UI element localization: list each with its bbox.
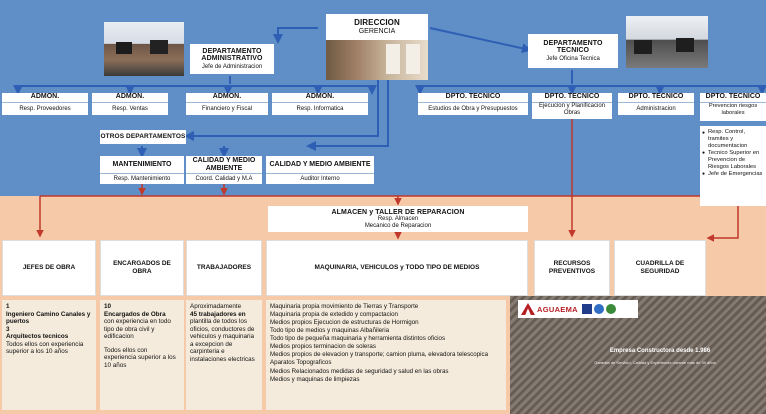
desc-jefes-l2: Ingeniero Camino Canales y puertos <box>6 310 91 326</box>
desc-jefes-l3: 3 <box>6 325 10 333</box>
tecnico-ejecucion-title: DPTO. TECNICO <box>532 93 612 103</box>
admon-financiero-title: ADMON. <box>186 93 268 103</box>
tecnico-estudios-subtitle: Estudios de Obra y Presupuestos <box>418 103 528 115</box>
prevencion-item-emergencias: Jefe de Emergencias <box>702 171 764 178</box>
desc-maquinaria-line: Medios Relacionados medidas de seguridad… <box>270 367 449 375</box>
desc-encargados-l2: Encargados de Obra <box>104 310 166 318</box>
desc-maquinaria-line: Medios propios Ejecucion de estructuras … <box>270 319 419 327</box>
office-photo-left <box>104 22 184 76</box>
category-jefes-de-obra: JEFES DE OBRA <box>2 240 96 296</box>
admon-ventas-subtitle: Resp. Ventas <box>92 103 168 115</box>
desc-maquinaria: Maquinaria propia movimiento de Tierras … <box>266 300 506 410</box>
desc-maquinaria-line: Medios y maquinas de limpiezas <box>270 375 360 383</box>
desc-encargados-l1: 10 <box>104 303 112 310</box>
desc-maquinaria-line: Medios propios terminacion de soleras <box>270 343 376 351</box>
dept-admin-subtitle: Jefe de Administracion <box>201 63 263 70</box>
aguaema-logo-icon <box>521 303 535 315</box>
almacen-box: ALMACEN y TALLER DE REPARACION Resp. Alm… <box>268 206 528 232</box>
desc-jefes-l1: 1 <box>6 303 10 310</box>
tecnico-prevencion-title: DPTO. TECNICO <box>700 93 766 103</box>
desc-jefes-de-obra: 1 Ingeniero Camino Canales y puertos 3 A… <box>2 300 96 410</box>
category-recursos-preventivos: RECURSOS PREVENTIVOS <box>534 240 610 296</box>
eco-seal-icon <box>605 304 616 314</box>
admon-proveedores-title: ADMON. <box>2 93 88 103</box>
calidad-auditor-title: CALIDAD Y MEDIO AMBIENTE <box>266 156 374 174</box>
category-cuadrilla-de-seguridad: CUADRILLA DE SEGURIDAD <box>614 240 706 296</box>
desc-trabajadores-l1: Aproximadamente <box>190 303 242 310</box>
otros-departamentos-title: OTROS DEPARTAMENTOS <box>100 132 186 140</box>
admon-financiero-subtitle: Financiero y Fiscal <box>186 103 268 115</box>
almacen-title: ALMACEN y TALLER DE REPARACION <box>331 209 465 217</box>
dept-tecnico-title: DEPARTAMENTO TECNICO <box>543 40 603 55</box>
desc-maquinaria-line: Maquinaria propia de extedido y compacta… <box>270 311 398 319</box>
calidad-auditor-subtitle: Auditor Interno <box>266 174 374 184</box>
desc-encargados-de-obra: 10 Encargados de Obra con experiencia en… <box>100 300 184 410</box>
desc-encargados-l4: Todos ellos con experiencia superior a l… <box>104 346 176 369</box>
desc-trabajadores-l2: 45 trabajadores en <box>190 310 246 318</box>
tecnico-prevencion-subtitle: Prevencion riesgos laborales <box>700 103 766 121</box>
dept-tecnico-box: DEPARTAMENTO TECNICO Jefe Oficina Tecnic… <box>528 34 618 68</box>
desc-maquinaria-line: Medios propios de elevacion y transporte… <box>270 351 489 359</box>
prevencion-list-box: Resp. Control, tramites y documentacion … <box>700 126 766 206</box>
tecnico-ejecucion-subtitle: Ejecucion y Planificacion Obras <box>532 103 612 119</box>
tecnico-administracion-subtitle: Administracion <box>618 103 694 115</box>
direccion-box: DIRECCION GERENCIA <box>326 14 428 40</box>
direccion-title: DIRECCION <box>354 17 400 27</box>
category-encargados-de-obra: ENCARGADOS DE OBRA <box>100 240 184 296</box>
calidad-coord-subtitle: Coord. Calidad y M.A <box>186 174 262 184</box>
desc-maquinaria-line: Maquinaria propia movimiento de Tierras … <box>270 303 419 310</box>
banner-tagline: Empresa Constructora desde 1.986 <box>609 348 711 354</box>
office-photo-center <box>326 40 428 80</box>
mantenimiento-subtitle: Resp. Mantenimiento <box>100 174 184 184</box>
desc-maquinaria-line: Aparatos Topograficos <box>270 359 332 367</box>
direccion-subtitle: GERENCIA <box>358 28 396 36</box>
almacen-line2: Mecanico de Reparacion <box>364 222 432 229</box>
certification-seal-icon <box>593 304 604 314</box>
company-banner: AGUAEMA Empresa Constructora desde 1.986… <box>510 296 766 414</box>
prevencion-item-control: Resp. Control, tramites y documentacion <box>702 129 764 150</box>
desc-trabajadores-l3: plantilla de todos los oficios, conducto… <box>190 318 255 363</box>
logo-brand: AGUAEMA <box>537 304 578 314</box>
logo-plate: AGUAEMA <box>518 300 638 318</box>
desc-trabajadores: Aproximadamente 45 trabajadores en plant… <box>186 300 262 410</box>
category-trabajadores: TRABAJADORES <box>186 240 262 296</box>
desc-maquinaria-line: Todo tipo de medios y maquinas Albañiler… <box>270 327 390 335</box>
dept-tecnico-subtitle: Jefe Oficina Tecnica <box>546 55 600 62</box>
mantenimiento-title: MANTENIMIENTO <box>100 156 184 174</box>
admon-proveedores-subtitle: Resp. Proveedores <box>2 103 88 115</box>
tecnico-administracion-title: DPTO. TECNICO <box>618 93 694 103</box>
desc-jefes-l5: Todos ellos con experiencia superior a l… <box>6 340 84 356</box>
desc-maquinaria-line: Todo tipo de pequeña maquinaria y herram… <box>270 335 446 343</box>
admon-ventas-title: ADMON. <box>92 93 168 103</box>
prevencion-item-tecnico: Tecnico Superior en Prevencion de Riesgo… <box>702 150 764 171</box>
desc-jefes-l4: Arquitectos tecnicos <box>6 333 69 341</box>
office-photo-right <box>626 16 708 68</box>
desc-encargados-l3: con experiencia en todo tipo de obra civ… <box>104 318 171 341</box>
dept-admin-title: DEPARTAMENTO ADMINISTRATIVO <box>201 48 263 63</box>
banner-subline: Garantia de Servicio, Calidad y Experien… <box>594 360 716 365</box>
certification-badge-icon <box>581 304 592 314</box>
dept-admin-box: DEPARTAMENTO ADMINISTRATIVO Jefe de Admi… <box>190 44 274 74</box>
category-maquinaria: MAQUINARIA, VEHICULOS y TODO TIPO DE MED… <box>266 240 528 296</box>
admon-informatica-subtitle: Resp. Informatica <box>272 103 368 115</box>
almacen-line1: Resp. Almacen <box>377 216 419 223</box>
admon-informatica-title: ADMON. <box>272 93 368 103</box>
calidad-coord-title: CALIDAD Y MEDIO AMBIENTE <box>186 156 262 174</box>
tecnico-estudios-title: DPTO. TECNICO <box>418 93 528 103</box>
otros-departamentos-box: OTROS DEPARTAMENTOS <box>100 130 186 144</box>
